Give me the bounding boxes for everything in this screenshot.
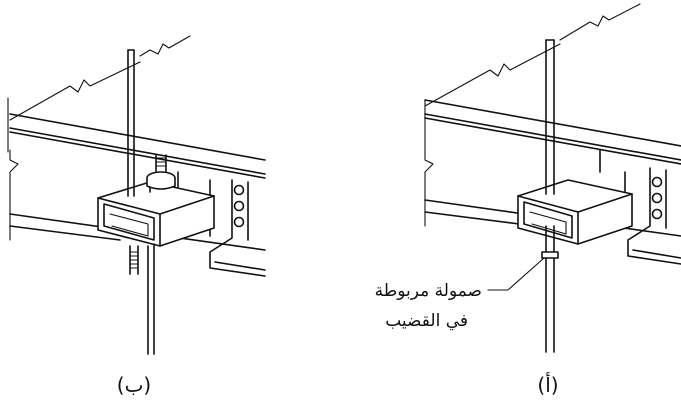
channel-clamp-b — [97, 181, 215, 247]
tied-nut-a — [541, 251, 559, 259]
hanger-rod-b — [127, 49, 135, 197]
bolt-2-a — [651, 192, 663, 204]
callout-leader-a — [487, 257, 545, 291]
caption-a: (أ) — [537, 372, 558, 397]
figure-b — [7, 35, 266, 355]
angle-bracket-b — [209, 179, 266, 277]
bolt-3-b — [233, 216, 245, 228]
slab-outline-b — [7, 35, 191, 153]
bolt-3-a — [651, 208, 663, 220]
bolt-1-b — [233, 184, 245, 196]
angle-bracket-a — [627, 167, 681, 265]
beam-a — [424, 99, 681, 237]
bolt-2-b — [233, 200, 245, 212]
caption-b: (ب) — [117, 373, 151, 397]
top-nut-stud-b — [146, 154, 176, 190]
figure-a: صمولة مربوطة في القضيب — [375, 3, 681, 353]
channel-clamp-a — [517, 179, 633, 245]
callout-text-line1: صمولة مربوطة — [375, 281, 482, 301]
hanger-rod-a — [545, 39, 555, 353]
bottom-stud-b — [129, 245, 139, 275]
callout-text-line2: في القضيب — [385, 311, 468, 331]
lower-rod-b — [147, 243, 155, 355]
slab-outline-a — [424, 3, 641, 153]
bolt-1-a — [651, 176, 663, 188]
